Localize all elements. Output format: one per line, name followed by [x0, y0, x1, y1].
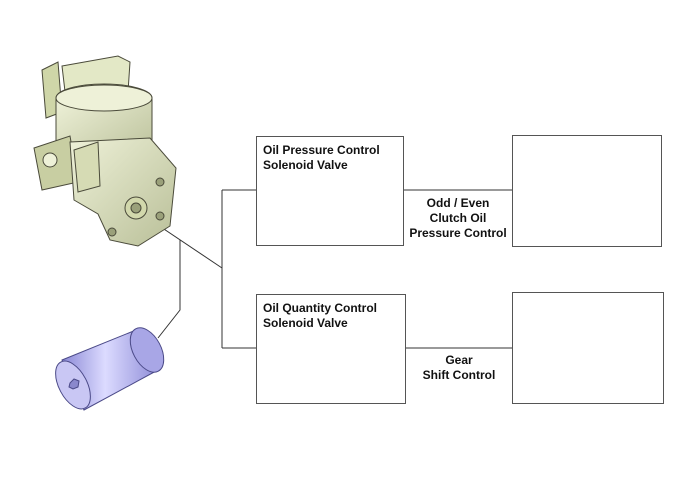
valve-top-title-line1: Oil Pressure Control	[263, 143, 380, 157]
gear-label-line1: Gear	[445, 353, 473, 367]
gear-label-line2: Shift Control	[422, 368, 496, 382]
clutch-label: Odd / Even Clutch Oil Pressure Control	[404, 196, 512, 241]
gear-label: Gear Shift Control	[406, 353, 512, 383]
valve-top-title: Oil Pressure Control Solenoid Valve	[263, 143, 380, 173]
clutch-label-line3: Pressure Control	[409, 226, 507, 240]
valve-bottom-title: Oil Quantity Control Solenoid Valve	[263, 301, 377, 331]
clutch-label-line2: Clutch Oil	[429, 211, 487, 225]
valve-top-title-line2: Solenoid Valve	[263, 158, 348, 172]
clutch-label-line1: Odd / Even	[426, 196, 490, 210]
valve-box-top	[256, 136, 404, 246]
oil-pump-assembly-icon	[33, 55, 177, 247]
oil-filter-icon	[55, 327, 165, 411]
valve-bottom-title-line2: Solenoid Valve	[263, 316, 348, 330]
connector-lines	[139, 189, 512, 349]
valve-box-bottom	[256, 294, 406, 404]
valve-bottom-title-line1: Oil Quantity Control	[263, 301, 377, 315]
clutch-box	[512, 135, 662, 247]
gearbox-box	[512, 292, 664, 404]
